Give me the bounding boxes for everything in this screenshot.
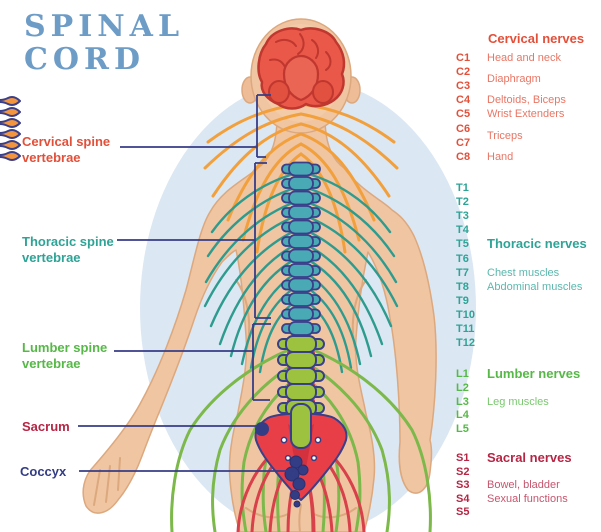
- sacral-code-s4: S4: [456, 492, 470, 505]
- thoracic-nerves-header: Thoracic nerves: [487, 236, 587, 252]
- sacral-nerves-header: Sacral nerves: [487, 450, 572, 465]
- thoracic-code-t2: T2: [456, 196, 469, 209]
- thoracic-function-label: Chest muscles: [487, 266, 560, 279]
- lumbar-code-l1: L1: [456, 368, 469, 380]
- cervical-code-c6: C6: [456, 122, 471, 135]
- cerebellum-right-lobe: [312, 80, 334, 104]
- label-cervical-spine-vertebrae: Cervical spine vertebrae: [22, 134, 111, 165]
- lumbar-code-l2: L2: [456, 381, 469, 394]
- lumbar-code-l4: L4: [456, 409, 469, 422]
- cerebellum-left-lobe: [268, 80, 290, 104]
- cervical-vertebrae: [0, 96, 21, 161]
- cervical-function-label: Wrist Extenders: [487, 108, 565, 121]
- sacrum-pointer-dot: [255, 422, 269, 436]
- thoracic-code-t1: T1: [456, 182, 469, 194]
- thoracic-code-t8: T8: [456, 280, 469, 293]
- lumbar-nerves-header: Lumber nerves: [487, 366, 581, 381]
- cervical-code-c4: C4: [456, 94, 471, 107]
- thoracic-code-t3: T3: [456, 210, 469, 223]
- brain-illustration: [257, 27, 346, 110]
- cervical-function-label: Triceps: [487, 129, 523, 142]
- sacral-function-label: Sexual functions: [487, 492, 568, 505]
- cervical-code-c1: C1: [456, 52, 471, 64]
- thoracic-connector: [117, 162, 271, 319]
- connector-lines: [78, 94, 287, 472]
- sacral-code-s2: S2: [456, 465, 470, 478]
- thoracic-function-label: Abdominal muscles: [487, 280, 583, 293]
- thoracic-code-t12: T12: [456, 337, 475, 350]
- brain-folds: [269, 33, 332, 71]
- title-line-1: SPINAL: [24, 9, 185, 44]
- cervical-code-c2: C2: [456, 66, 471, 79]
- cervical-code-c8: C8: [456, 150, 471, 163]
- cervical-function-label: Hand: [487, 150, 514, 163]
- sacral-code-s3: S3: [456, 479, 470, 492]
- title-line-2: CORD: [24, 42, 145, 77]
- page-title: SPINAL CORD: [24, 10, 184, 76]
- sacral-code-s5: S5: [456, 506, 470, 519]
- sacral-foramina: [280, 436, 322, 462]
- lumbar-code-l3: L3: [456, 395, 469, 408]
- cervical-code-c5: C5: [456, 108, 471, 121]
- cervical-code-c7: C7: [456, 136, 471, 149]
- cervical-function-label: Head and neck: [487, 52, 561, 64]
- sacral-code-s1: S1: [456, 452, 470, 464]
- thoracic-code-t6: T6: [456, 252, 469, 265]
- cervical-function-label: Deltoids, Biceps: [487, 94, 566, 107]
- thoracic-code-t9: T9: [456, 294, 469, 307]
- coccyx-shape: [284, 455, 309, 508]
- lumbar-function-label: Leg muscles: [487, 395, 549, 408]
- lumbar-code-l5: L5: [456, 423, 469, 436]
- thoracic-code-t7: T7: [456, 266, 469, 279]
- label-sacrum: Sacrum: [22, 419, 70, 434]
- cervical-code-c3: C3: [456, 80, 471, 93]
- cervical-connector: [120, 94, 271, 158]
- cervical-function-label: Diaphragm: [487, 73, 541, 86]
- cerebellum-center: [282, 54, 320, 102]
- label-lumbar-spine-vertebrae: Lumber spine vertebrae: [22, 340, 108, 371]
- thoracic-code-t10: T10: [456, 308, 475, 321]
- label-coccyx: Coccyx: [20, 464, 67, 479]
- spinal-canal-end: [290, 403, 312, 449]
- thoracic-code-t5: T5: [456, 238, 469, 251]
- skin-creases: [93, 279, 367, 532]
- cervical-nerves-header: Cervical nerves: [488, 31, 585, 46]
- thoracic-code-t11: T11: [456, 323, 475, 335]
- lumbar-connector: [114, 323, 271, 401]
- thoracic-code-t4: T4: [456, 224, 469, 237]
- label-thoracic-spine-vertebrae: Thoracic spine vertebrae: [22, 234, 114, 265]
- sacral-function-label: Bowel, bladder: [487, 479, 560, 492]
